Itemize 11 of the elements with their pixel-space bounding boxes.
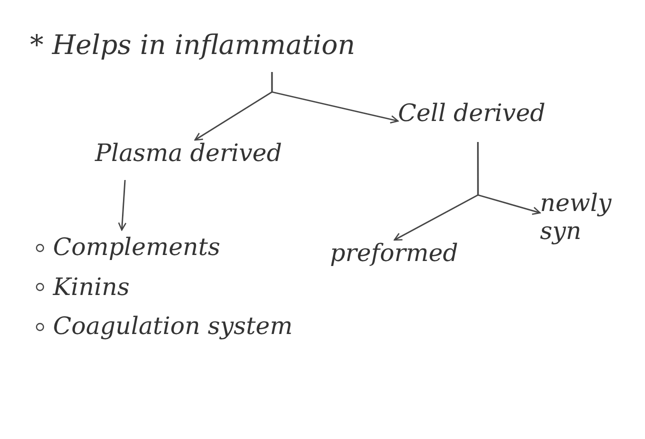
category-label: preformed [330,240,470,268]
category-label: newly syn [540,190,615,246]
arrow [118,180,126,231]
list-item: Coagulation system [53,313,293,341]
list-item: Complements [53,234,220,262]
list-item: Kinins [53,274,130,302]
category-label: Plasma derived [95,140,295,168]
arrow [271,72,399,124]
heading-text: * Helps in inflammation [30,30,400,62]
category-label: Cell derived [398,100,578,128]
arrow [477,142,541,215]
